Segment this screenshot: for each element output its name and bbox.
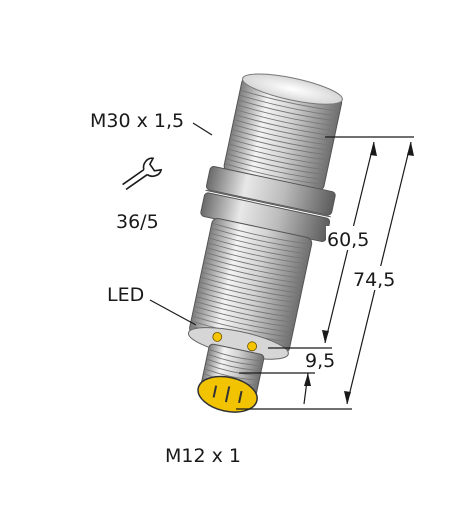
thread-ridge [210,232,309,255]
thread-ridge [207,247,306,270]
thread-ridge [229,143,328,166]
thread-ridge [193,311,292,333]
wrench-icon [122,157,163,191]
thread-ridge [204,262,303,284]
thread-ridge [231,134,330,156]
thread-ridge [192,315,291,338]
thread-ridge [201,276,300,299]
thread-ridge [234,119,333,142]
thread-ridge [240,90,339,112]
thread-ridge [197,296,296,319]
thread-ridge [211,227,310,250]
thread-ridge [200,281,299,304]
dimension-label-a: 60,5 [327,229,369,251]
thread-ridge [226,158,325,181]
thread-ridge [235,114,334,137]
thread-ridge [203,267,302,289]
thread-ridge [209,349,263,362]
dimension-label-c: 9,5 [305,350,335,372]
thread-ridge [225,163,324,186]
thread-leader [192,122,213,136]
thread-ridge [205,257,304,279]
sensor-body [187,73,343,413]
thread-ridge [227,153,326,176]
thread-ridge [232,129,331,151]
thread-ridge [233,124,332,146]
sensing-face [242,73,343,105]
thread-ridge [206,363,260,376]
thread-ridge [208,354,262,367]
dimension-9-5 [303,372,311,405]
connector-label: M12 x 1 [165,445,241,467]
thread-ridge [205,368,259,381]
thread-ridge [238,99,337,122]
thread-ridge [237,104,336,127]
thread-label: M30 x 1,5 [90,110,184,132]
nut-upper [205,166,336,216]
thread-ridge [194,306,293,328]
thread-ridge [230,138,329,161]
thread-ridge [199,286,298,309]
thread-ridge [208,242,307,265]
led-indicator-2 [247,341,257,352]
wrench-size-label: 36/5 [116,211,159,233]
led-indicator-1 [212,331,223,342]
led-label: LED [107,284,144,306]
thread-ridge [196,301,295,323]
led-leader-line [149,299,197,326]
thread-ridge [209,237,308,260]
thread-ridge [212,223,311,245]
thread-ridge [198,291,297,314]
dimension-label-b: 74,5 [353,269,395,291]
thread-ridge [202,271,301,294]
thread-ridge [228,148,327,171]
thread-ridge [236,109,335,132]
upper-thread-lines [225,90,339,186]
thread-ridge [206,252,305,275]
thread-ridge [207,358,261,371]
thread-ridge [239,94,338,117]
